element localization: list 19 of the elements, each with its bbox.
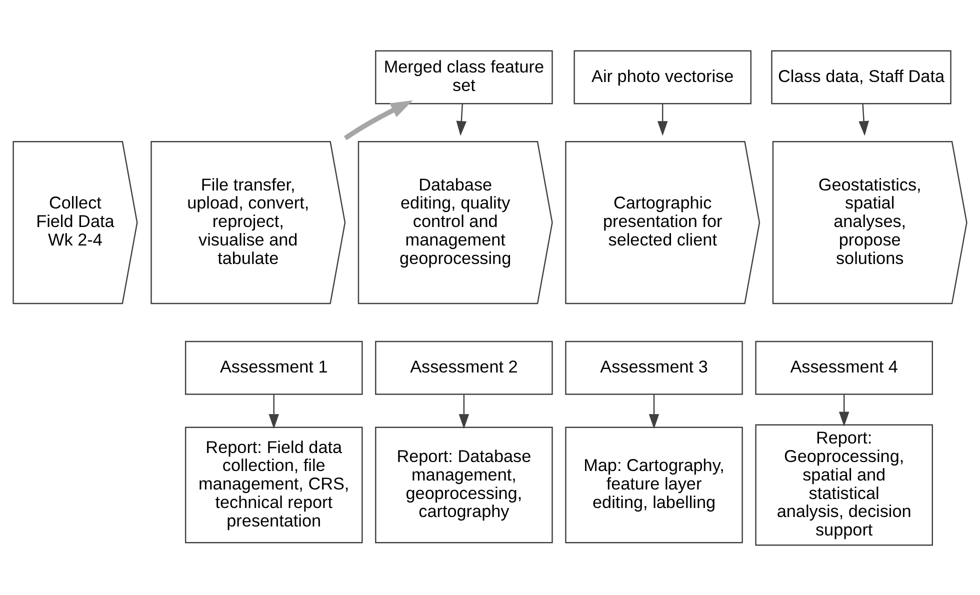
node-box: Report: Field data collection, file management, CRS, technical report presentation bbox=[184, 426, 363, 543]
node-box: Assessment 3 bbox=[565, 340, 743, 394]
node-box: Report: Geoprocessing, spatial and statistical analysis, decision support bbox=[755, 424, 933, 546]
arrow bbox=[456, 103, 467, 136]
node-box: Assessment 2 bbox=[375, 340, 553, 394]
arrow bbox=[858, 103, 869, 136]
arrow bbox=[268, 394, 280, 428]
node-box: Merged class feature set bbox=[375, 50, 553, 104]
node-box: Assessment 1 bbox=[184, 340, 363, 394]
arrow bbox=[838, 394, 850, 426]
arrow bbox=[657, 103, 668, 136]
node-box: Class data, Staff Data bbox=[771, 50, 952, 104]
arrow bbox=[344, 100, 413, 140]
arrow bbox=[648, 394, 660, 428]
node-box: Assessment 4 bbox=[755, 340, 933, 394]
node-box: Air photo vectorise bbox=[574, 50, 752, 104]
node-box: Report: Database management, geoprocessing, cartography bbox=[375, 426, 553, 543]
arrow bbox=[458, 394, 470, 428]
node-box: Map: Cartography, feature layer editing, labelling bbox=[565, 426, 743, 543]
